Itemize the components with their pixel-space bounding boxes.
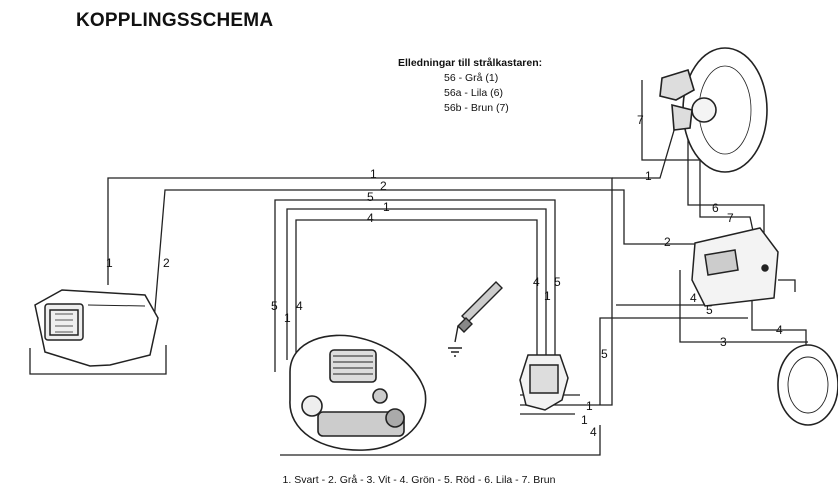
wire-label-1-stator: 1: [284, 311, 291, 325]
wire-label-2-switch: 2: [664, 235, 671, 249]
wire-label-1-left: 1: [106, 256, 113, 270]
wire-label-5-switch: 5: [706, 303, 713, 317]
wire-label-7-headlamp: 7: [637, 113, 644, 127]
headlamp: [659, 47, 768, 173]
wire-5-stator: [274, 199, 556, 372]
wire-label-5: 5: [367, 190, 374, 204]
wire-label-4-left: 4: [296, 299, 303, 313]
wire-4-stator: [295, 219, 538, 360]
legend-heading: Elledningar till strålkastaren:: [398, 57, 543, 69]
light-switch: [691, 227, 779, 307]
wire-label-4-cdi: 4: [533, 275, 540, 289]
wire-4-ground: [280, 425, 601, 456]
tail-lamp-lead: [29, 345, 167, 375]
horn: [777, 344, 838, 426]
wire-1-headlamp: [612, 109, 681, 179]
wire-label-1-bottom-b: 1: [581, 413, 588, 427]
wire-5-switch: [599, 317, 748, 405]
wire-label-4-bottom: 4: [590, 425, 597, 439]
switch-ground-lead: [778, 279, 796, 292]
wire-6: [687, 100, 765, 245]
wire-label-2-left: 2: [163, 256, 170, 270]
legend-row-56: 56 - Grå (1): [444, 72, 499, 84]
wire-7: [641, 80, 757, 246]
spark-plug: [448, 281, 503, 357]
stator-magneto: [289, 334, 427, 451]
legend-row-56a: 56a - Lila (6): [444, 87, 503, 99]
wire-label-4: 4: [367, 211, 374, 225]
wire-label-5-left: 5: [271, 299, 278, 313]
color-key: 1. Svart - 2. Grå - 3. Vit - 4. Grön - 5…: [282, 474, 556, 486]
legend-row-56b: 56b - Brun (7): [444, 102, 509, 114]
wire-label-4-switch: 4: [690, 291, 697, 305]
wire-2: [151, 189, 700, 346]
wire-1-stator: [286, 208, 547, 360]
wire-label-3: 3: [720, 335, 727, 349]
wire-label-6: 6: [712, 201, 719, 215]
wire-label-5-cdi: 5: [554, 275, 561, 289]
page-title: KOPPLINGSSCHEMA: [76, 10, 274, 31]
wire-label-1-cdi: 1: [544, 289, 551, 303]
wire-label-1-bottom: 1: [586, 399, 593, 413]
wire-label-4-horn: 4: [776, 323, 783, 337]
cdi-junction: [519, 354, 569, 411]
wire-4-horn: [751, 298, 807, 352]
wire-label-1-inner: 1: [383, 200, 390, 214]
wire-label-1: 1: [370, 167, 377, 181]
wire-label-1-headlamp: 1: [645, 169, 652, 183]
headlamp-wire-legend: Elledningar till strålkastaren: 56 - Grå…: [398, 56, 574, 116]
wire-label-7: 7: [727, 211, 734, 225]
wire-label-5-vertical: 5: [601, 347, 608, 361]
tail-lamp: [34, 289, 159, 367]
wire-3: [679, 270, 808, 343]
wire-label-2: 2: [380, 179, 387, 193]
